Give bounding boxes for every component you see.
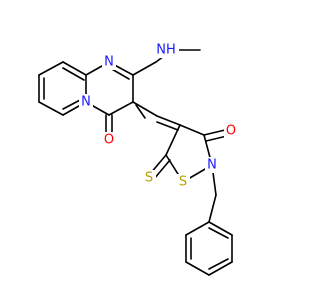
svg-text:O: O bbox=[226, 124, 236, 139]
svg-text:S: S bbox=[179, 175, 187, 190]
atom-nh-amine: NH bbox=[153, 42, 179, 58]
thiazolidinone-ring bbox=[165, 124, 213, 183]
thiazolidinone-carbonyl bbox=[203, 129, 228, 142]
atom-s-thione: S bbox=[142, 170, 156, 186]
molecule-structure: N N NH O O S S N bbox=[38, 42, 238, 276]
structure-canvas: N N NH O O S S N bbox=[38, 42, 238, 276]
svg-text:O: O bbox=[104, 133, 114, 148]
svg-text:N: N bbox=[207, 158, 217, 173]
atom-n-pyrimidine: N bbox=[102, 54, 116, 70]
svg-text:S: S bbox=[145, 171, 153, 186]
methylidene-bridge bbox=[132, 101, 181, 131]
pyridine-ring bbox=[38, 61, 87, 116]
atom-o-pyrimidinone: O bbox=[102, 132, 116, 148]
svg-text:NH: NH bbox=[156, 43, 176, 58]
svg-text:N: N bbox=[81, 95, 91, 110]
atom-n-thiazolidine: N bbox=[205, 157, 219, 173]
atom-o-thiazolidinone: O bbox=[224, 123, 238, 139]
pyrimidinone-carbonyl bbox=[105, 114, 113, 135]
phenethyl-chain bbox=[208, 164, 217, 223]
atom-n-bridge: N bbox=[79, 94, 93, 110]
svg-text:N: N bbox=[104, 55, 114, 70]
phenyl-ring bbox=[185, 221, 233, 276]
pyrimidinone-ring bbox=[85, 61, 146, 119]
atom-s-ring: S bbox=[176, 174, 190, 190]
